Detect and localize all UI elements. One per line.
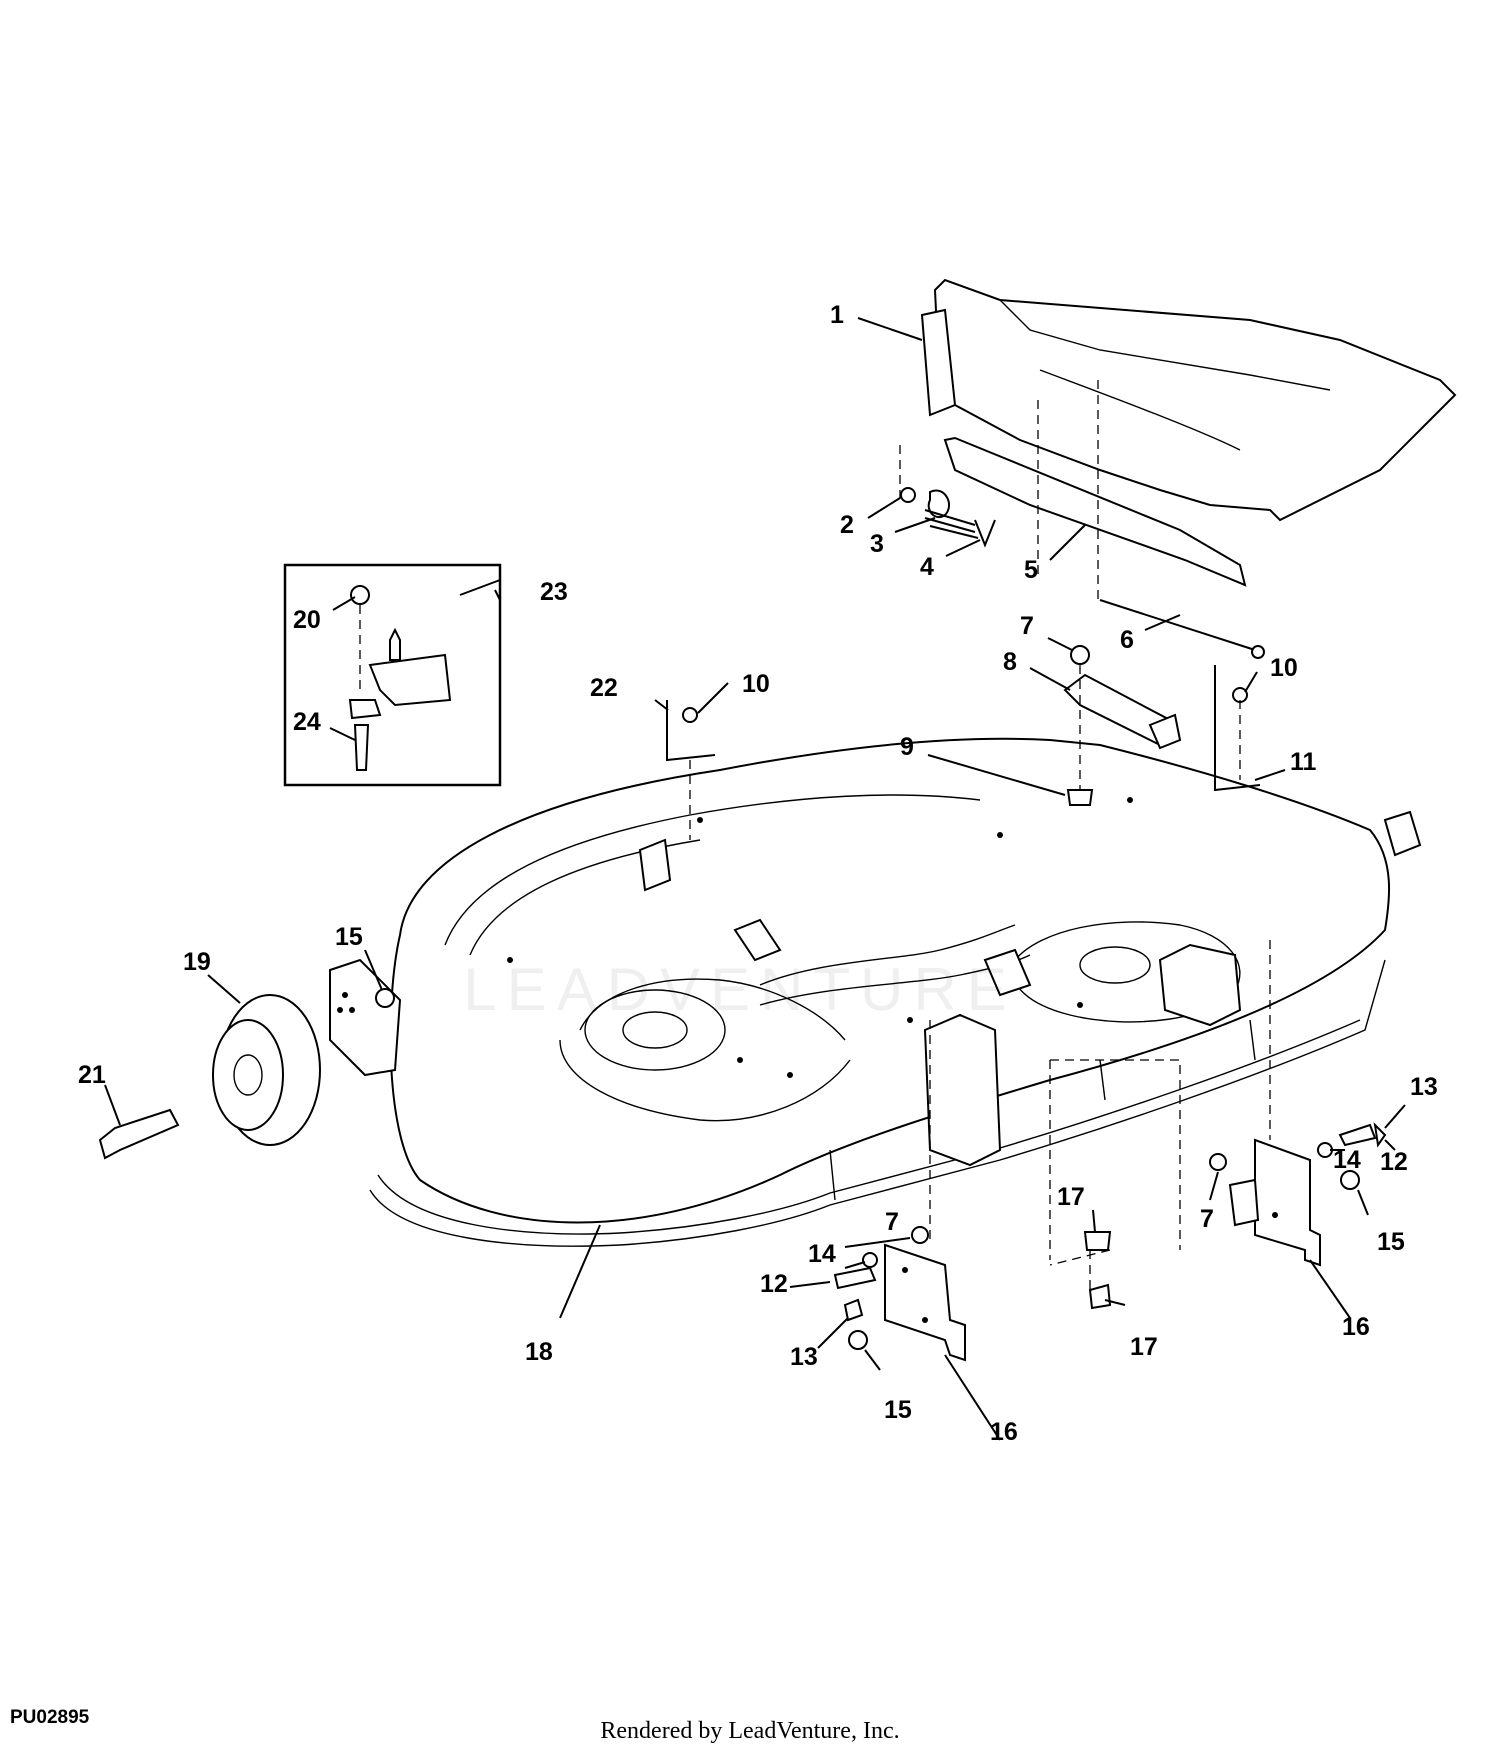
mower-deck-shell — [369, 737, 1422, 1247]
callout-10-left: 10 — [742, 670, 770, 698]
watermark: LEADVENTURE — [463, 956, 1017, 1023]
callout-3: 3 — [870, 530, 884, 558]
leader-lines — [104, 317, 1406, 1441]
chute-hardware — [899, 380, 1265, 659]
deck-bolts — [1049, 1059, 1181, 1310]
callout-22: 22 — [590, 674, 618, 702]
callout-5: 5 — [1024, 556, 1038, 584]
callout-8: 8 — [1003, 648, 1017, 676]
callout-1: 1 — [830, 301, 844, 329]
callout-21: 21 — [78, 1061, 106, 1089]
callout-15-front: 15 — [884, 1396, 912, 1424]
callout-labels: 1 2 3 4 5 6 7 8 9 10 10 11 12 12 13 13 1… — [78, 301, 1438, 1446]
callout-17-upper: 17 — [1057, 1183, 1085, 1211]
callout-23: 23 — [540, 578, 568, 606]
callout-13-left: 13 — [790, 1343, 818, 1371]
callout-16-rear: 16 — [1342, 1313, 1370, 1341]
callout-16-front: 16 — [990, 1418, 1018, 1446]
diagram-id-code: PU02895 — [10, 1707, 90, 1728]
callout-7-front: 7 — [885, 1208, 899, 1236]
callout-13-right: 13 — [1410, 1073, 1438, 1101]
callout-4: 4 — [920, 553, 934, 581]
callout-12-right: 12 — [1380, 1148, 1408, 1176]
deck-bracket-assembly — [666, 645, 1261, 840]
callout-17-lower: 17 — [1130, 1333, 1158, 1361]
callout-9: 9 — [900, 733, 914, 761]
callout-14-left: 14 — [808, 1240, 836, 1268]
callout-20: 20 — [293, 606, 321, 634]
callout-19: 19 — [183, 948, 211, 976]
callout-14-right: 14 — [1333, 1146, 1361, 1174]
callout-24: 24 — [293, 708, 321, 736]
callout-10-right: 10 — [1270, 654, 1298, 682]
gauge-wheel — [98, 958, 402, 1160]
skid-plate-front — [833, 1020, 966, 1362]
callout-7-rear: 7 — [1200, 1205, 1214, 1233]
callout-6: 6 — [1120, 626, 1134, 654]
callout-15-rear: 15 — [1377, 1228, 1405, 1256]
footer-credit: Rendered by LeadVenture, Inc. — [600, 1718, 900, 1744]
skid-plate-rear — [1209, 940, 1387, 1267]
callout-7-top: 7 — [1020, 612, 1034, 640]
callout-12-left: 12 — [760, 1270, 788, 1298]
callout-15-deck: 15 — [335, 923, 363, 951]
discharge-chute — [920, 278, 1457, 522]
callout-11: 11 — [1290, 748, 1317, 776]
callout-2: 2 — [840, 511, 854, 539]
gauge-wheel-bracket-inset — [283, 563, 502, 787]
callout-18: 18 — [525, 1338, 553, 1366]
